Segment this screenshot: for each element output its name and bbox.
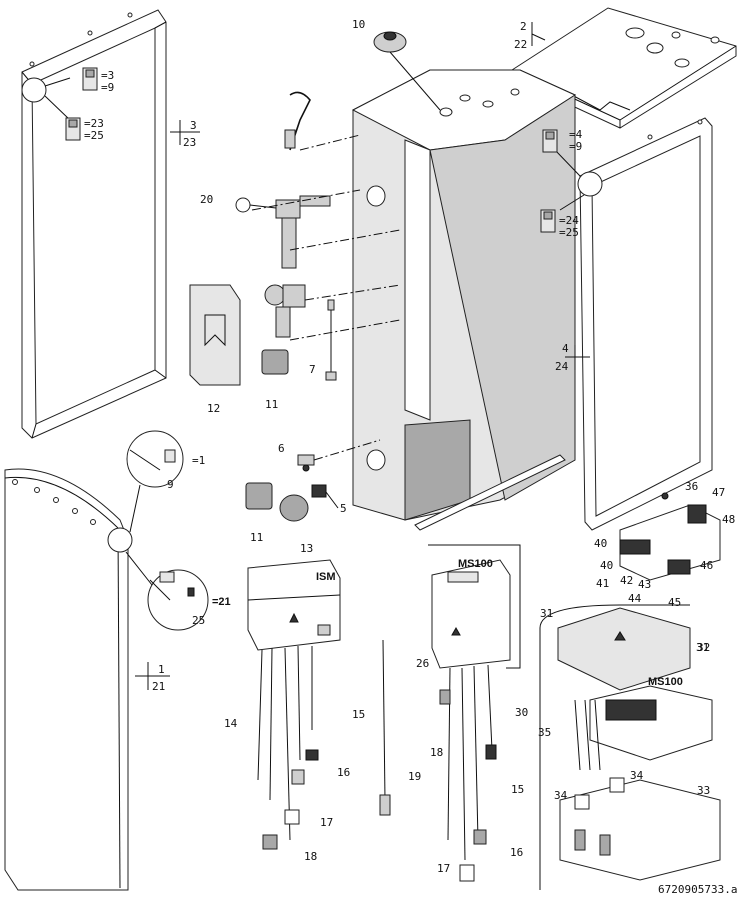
label-15-left: 15 (352, 708, 365, 721)
label-ms100-center: MS100 (458, 558, 493, 570)
label-3: 3 (190, 119, 197, 132)
label-43: 43 (638, 578, 651, 591)
label-17-left: 17 (320, 816, 333, 829)
part-12-cover (189, 284, 241, 386)
label-11-upper: 11 (265, 398, 278, 411)
label-34-upper: 34 (630, 769, 644, 782)
part-7-sensor (325, 299, 337, 381)
terminal-block-assembly (619, 492, 721, 581)
side-panel-right (577, 117, 713, 531)
label-5: 5 (340, 502, 347, 515)
label-21: 21 (152, 680, 165, 693)
label-eq3: =3 (101, 69, 114, 82)
detail-callout-upper-left (44, 67, 98, 141)
label-9: 9 (167, 478, 174, 491)
label-18-left: 18 (304, 850, 317, 863)
label-14: 14 (224, 717, 238, 730)
label-24: 24 (555, 360, 569, 373)
label-34-lower: 34 (554, 789, 568, 802)
label-46: 46 (700, 559, 713, 572)
label-30: 30 (515, 706, 528, 719)
label-40-lower: 40 (600, 559, 613, 572)
label-41: 41 (596, 577, 609, 590)
pipe-and-pump-assembly (251, 91, 401, 341)
label-36: 36 (685, 480, 698, 493)
main-cabinet-body (351, 69, 577, 531)
label-47: 47 (712, 486, 725, 499)
label-1: 1 (158, 663, 165, 676)
label-17-right: 17 (437, 862, 450, 875)
label-15-right: 15 (511, 783, 524, 796)
label-32: 32 (697, 641, 710, 654)
part-11-knob-lower (245, 482, 273, 510)
label-23: 23 (183, 136, 196, 149)
part-round-knob (279, 494, 309, 522)
label-16-right: 16 (510, 846, 523, 859)
part-10-cap (373, 31, 441, 111)
label-20: 20 (200, 193, 213, 206)
label-ism: ISM (316, 571, 336, 583)
label-ms100-right: MS100 (648, 676, 683, 688)
label-33: 33 (697, 784, 710, 797)
label-35: 35 (538, 726, 551, 739)
label-eq9-left: =9 (101, 81, 114, 94)
label-45: 45 (668, 596, 681, 609)
label-48: 48 (722, 513, 735, 526)
label-eq25-left: =25 (84, 129, 104, 142)
label-11-lower: 11 (250, 531, 263, 544)
label-eq9-right: =9 (569, 140, 582, 153)
part-5-connector (311, 484, 339, 509)
part-6-bracket (297, 439, 381, 472)
label-31-center: 31 (540, 607, 553, 620)
detail-callout-right (540, 129, 585, 233)
label-4: 4 (562, 342, 569, 355)
part-11-knob-upper (261, 349, 289, 375)
label-eq21: =21 (212, 596, 231, 608)
ism-module (247, 559, 341, 850)
label-26: 26 (416, 657, 429, 670)
ms100-module-center (428, 544, 521, 882)
label-25: 25 (192, 614, 205, 627)
part-20-thermometer (235, 197, 277, 213)
label-16-left: 16 (337, 766, 350, 779)
ms100-module-exploded (539, 604, 721, 890)
label-10: 10 (352, 18, 365, 31)
label-7: 7 (309, 363, 316, 376)
label-31-right: 31 (696, 641, 709, 654)
label-13: 13 (300, 542, 313, 555)
label-eq4: =4 (569, 128, 583, 141)
label-eq1: =1 (192, 454, 205, 467)
front-panel-lower (4, 468, 133, 891)
front-panel-upper (21, 9, 167, 439)
label-2: 2 (520, 20, 527, 33)
label-19: 19 (408, 770, 421, 783)
label-eq25-right: =25 (559, 226, 579, 239)
label-6: 6 (278, 442, 285, 455)
label-44: 44 (628, 592, 642, 605)
part-19-sensor-cable (379, 639, 391, 816)
label-40-upper: 40 (594, 537, 607, 550)
detail-callout-lower-left (125, 430, 209, 631)
document-id: 6720905733.a (658, 883, 737, 896)
label-eq24: =24 (559, 214, 579, 227)
label-eq23: =23 (84, 117, 104, 130)
label-42: 42 (620, 574, 633, 587)
label-12: 12 (207, 402, 220, 415)
label-18-right: 18 (430, 746, 443, 759)
label-22: 22 (514, 38, 527, 51)
